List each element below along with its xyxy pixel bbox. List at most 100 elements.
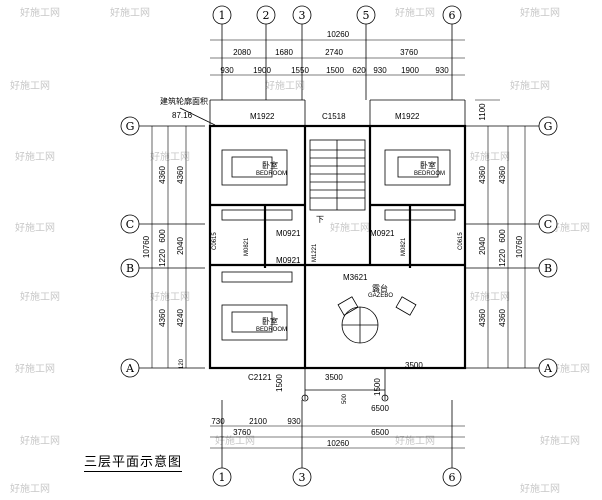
dim-text: 600 xyxy=(158,229,167,243)
room-label: 卧室 xyxy=(262,160,278,170)
watermark: 好施工网 xyxy=(150,150,190,163)
door-tag: M0821 xyxy=(401,237,407,256)
terrace-label-en: GAZEBO xyxy=(368,293,393,299)
dim-text: 3500 xyxy=(325,373,343,382)
dim-text: 1900 xyxy=(253,66,271,75)
door-tag: M0821 xyxy=(244,237,250,256)
dim-text: 600 xyxy=(498,229,507,243)
axis-label: B xyxy=(126,262,134,275)
dim-text: 2080 xyxy=(233,48,251,57)
terrace-label: 露台 xyxy=(372,283,388,293)
dim-text: 930 xyxy=(373,66,387,75)
building-walls xyxy=(208,99,467,370)
watermark: 好施工网 xyxy=(510,79,550,92)
dim-text: 1680 xyxy=(275,48,293,57)
axis-label: 6 xyxy=(449,9,456,22)
door-tag: M0921 xyxy=(276,229,301,238)
axis-label: 3 xyxy=(299,9,306,22)
dim-text: 6500 xyxy=(371,428,389,437)
staircase: 下 xyxy=(309,139,366,224)
furniture: 卧室 BEDROOM 卧室 BEDROOM 卧室 BEDROOM 露台 GAZE… xyxy=(221,149,456,344)
bottom-dimensions: 730 2100 930 6500 3760 6500 10260 xyxy=(210,404,465,449)
dim-text: 4360 xyxy=(158,309,167,327)
dim-text: 1220 xyxy=(158,249,167,267)
dim-total-top: 10260 xyxy=(327,30,350,39)
axis-label: 6 xyxy=(449,471,456,484)
watermark: 好施工网 xyxy=(550,362,590,375)
room-label-en: BEDROOM xyxy=(414,171,445,177)
watermark: 好施工网 xyxy=(20,6,60,19)
window-tag: C1518 xyxy=(322,112,346,121)
watermark: 好施工网 xyxy=(265,79,305,92)
dim-text: 1500 xyxy=(326,66,344,75)
axis-label: C xyxy=(126,218,134,231)
dim-text: 4360 xyxy=(158,166,167,184)
dim-text: 1100 xyxy=(478,103,487,121)
drawing-title: 三层平面示意图 xyxy=(84,451,183,472)
dim-text: 930 xyxy=(435,66,449,75)
dim-text: 4360 xyxy=(478,166,487,184)
room-label: 卧室 xyxy=(420,160,436,170)
door-tag: M0921 xyxy=(370,229,395,238)
door-tag: M1922 xyxy=(250,112,275,121)
dim-text: 4360 xyxy=(176,166,185,184)
dim-text: 6500 xyxy=(371,404,389,413)
axis-label: 1 xyxy=(219,471,226,484)
watermark: 好施工网 xyxy=(395,6,435,19)
dim-text: 2100 xyxy=(249,417,267,426)
watermark: 好施工网 xyxy=(20,290,60,303)
door-tag: M3621 xyxy=(343,273,368,282)
stair-down-label: 下 xyxy=(316,215,324,224)
room-label: 卧室 xyxy=(262,316,278,326)
dim-text: 4360 xyxy=(498,166,507,184)
watermark: 好施工网 xyxy=(470,150,510,163)
left-dimensions: 10760 4360 600 1220 4360 4360 2040 4240 … xyxy=(142,126,187,369)
dim-text: 1500 xyxy=(373,378,382,396)
watermark: 好施工网 xyxy=(15,221,55,234)
dim-text: 2040 xyxy=(478,237,487,255)
dim-text: 1500 xyxy=(275,374,284,392)
door-tag: M0921 xyxy=(276,256,301,265)
watermark: 好施工网 xyxy=(520,6,560,19)
axis-label: 5 xyxy=(363,9,370,22)
dim-text: 120 xyxy=(179,358,185,369)
axis-label: B xyxy=(544,262,552,275)
dim-text: 4240 xyxy=(176,309,185,327)
watermark: 好施工网 xyxy=(470,290,510,303)
watermark: 好施工网 xyxy=(15,150,55,163)
door-tag: M1221 xyxy=(312,243,318,262)
room-label-en: BEDROOM xyxy=(256,171,287,177)
dim-text: 2040 xyxy=(176,237,185,255)
window-tag: C0615 xyxy=(212,232,218,250)
dim-text: 10760 xyxy=(515,235,524,258)
dim-text: 1550 xyxy=(291,66,309,75)
balcony: 3500 3500 1500 1500 500 xyxy=(275,361,423,404)
watermark: 好施工网 xyxy=(150,290,190,303)
axis-label: A xyxy=(543,362,553,375)
opening-labels: M1922 M1922 C1518 M0921 M0921 M0921 M082… xyxy=(212,112,464,382)
dim-text: 620 xyxy=(352,66,366,75)
watermark: 好施工网 xyxy=(395,434,435,447)
dim-text: 2740 xyxy=(325,48,343,57)
dim-text: 3760 xyxy=(233,428,251,437)
area-value: 87.16 xyxy=(172,111,193,120)
watermark-layer: 好施工网 好施工网 好施工网 好施工网 好施工网 好施工网 好施工网 好施工网 … xyxy=(10,6,590,495)
window-tag: C0615 xyxy=(458,232,464,250)
axis-label: 1 xyxy=(219,9,226,22)
dim-text: 3760 xyxy=(400,48,418,57)
dim-text: 3500 xyxy=(405,361,423,370)
watermark: 好施工网 xyxy=(550,221,590,234)
dim-text: 1900 xyxy=(401,66,419,75)
window-tag: C2121 xyxy=(248,373,272,382)
dim-text: 500 xyxy=(342,393,348,404)
dim-text: 930 xyxy=(287,417,301,426)
watermark: 好施工网 xyxy=(540,434,580,447)
dim-text: 1220 xyxy=(498,249,507,267)
axis-label: A xyxy=(125,362,135,375)
watermark: 好施工网 xyxy=(20,434,60,447)
room-label-en: BEDROOM xyxy=(256,327,287,333)
bottom-axis-markers: 1 3 6 xyxy=(212,400,462,487)
axis-label: C xyxy=(544,218,552,231)
dim-text: 4360 xyxy=(498,309,507,327)
